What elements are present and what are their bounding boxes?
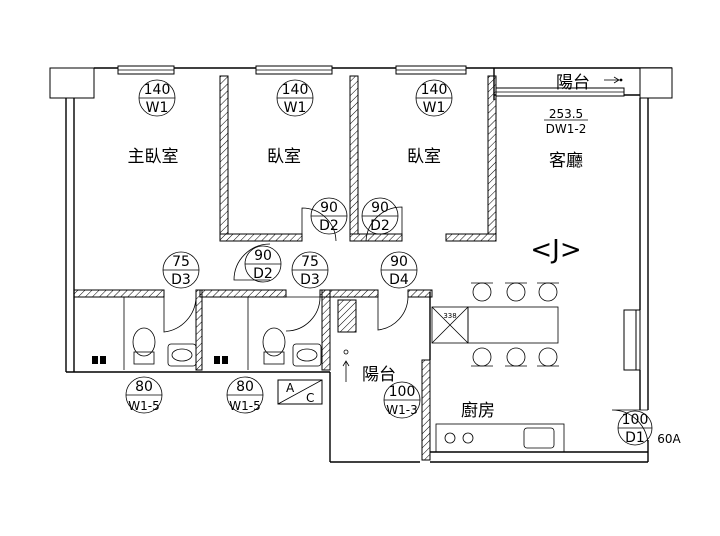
tag-top: 90 (390, 254, 408, 270)
tag-top: 90 (254, 248, 272, 264)
fridge-icon: 338 (431, 306, 469, 344)
tag-top: 80 (236, 379, 254, 395)
bedroom-label: 臥室 (267, 147, 301, 167)
axis-marker: <J> (530, 235, 581, 265)
tag-w1-b: 140 W1 (276, 79, 314, 117)
kitchen-label: 廚房 (461, 400, 495, 421)
ac-unit: A C (286, 381, 314, 405)
tag-d3-a: 75 D3 (162, 251, 200, 289)
tag-top: 100 (622, 412, 649, 428)
living-room-label: 客廳 (549, 151, 583, 171)
bathroom-divisions (123, 297, 323, 405)
d1-suffix: 60A (657, 432, 681, 446)
tag-d2-c: 90 D2 (244, 245, 282, 283)
tag-bottom: D4 (389, 272, 409, 288)
tag-top: 75 (301, 254, 319, 270)
tag-bottom: W1-3 (386, 403, 417, 417)
chair-icon (471, 282, 559, 367)
rear-balcony-label: 陽台 (362, 365, 396, 385)
tag-bottom: D2 (253, 266, 273, 282)
stove-icon (444, 432, 474, 444)
tag-bottom: W1 (284, 100, 307, 116)
tag-bottom: W1 (423, 100, 446, 116)
washbasin-icon (292, 343, 322, 367)
toilet-icon (262, 327, 286, 365)
ac-left-label: A (286, 381, 295, 395)
tag-top: 90 (320, 200, 338, 216)
kitchen-counter (435, 423, 565, 453)
tag-w1-5-a: 80 W1-5 (125, 376, 163, 414)
right-column (623, 309, 637, 371)
tag-d4: 90 D4 (380, 251, 418, 289)
tag-d2-b: 90 D2 (361, 197, 399, 235)
tag-bottom: D2 (319, 218, 339, 234)
tag-bottom: D3 (300, 272, 320, 288)
tag-bottom: D1 (625, 430, 645, 446)
tag-w1-a: 140 W1 (138, 79, 176, 117)
tag-bottom: DW1-2 (546, 122, 587, 136)
fridge-label: 338 (443, 312, 456, 320)
dining-table (467, 306, 559, 344)
toilet-icon (132, 327, 156, 365)
tag-d1: 100 D1 60A (617, 410, 682, 446)
tag-bottom: W1 (146, 100, 169, 116)
bedroom-label: 臥室 (407, 147, 441, 167)
top-windows (117, 65, 625, 97)
room-labels: 主臥室 臥室 臥室 客廳 陽台 陽台 廚房 <J> (128, 73, 591, 421)
washbasin-icon (167, 343, 197, 367)
ac-right-label: C (306, 391, 314, 405)
tag-top: 140 (421, 82, 448, 98)
tag-bottom: W1-5 (229, 399, 260, 413)
tag-top: 140 (282, 82, 309, 98)
arrow-icon (342, 76, 623, 382)
sink-icon (523, 427, 555, 449)
tag-top: 75 (172, 254, 190, 270)
tag-bottom: D3 (171, 272, 191, 288)
top-balcony-label: 陽台 (556, 73, 590, 93)
tag-bottom: W1-5 (128, 399, 159, 413)
tag-d3-b: 75 D3 (291, 251, 329, 289)
tag-w1-c: 140 W1 (415, 79, 453, 117)
faucet-icon (92, 356, 228, 364)
tag-top: 100 (389, 384, 416, 400)
tag-top: 80 (135, 379, 153, 395)
bedroom-partitions (73, 75, 497, 461)
tag-bottom: D2 (370, 218, 390, 234)
tag-top: 90 (371, 200, 389, 216)
master-bedroom-label: 主臥室 (128, 147, 179, 167)
tag-top: 140 (144, 82, 171, 98)
tag-dw1-2: 253.5 DW1-2 (544, 107, 588, 136)
tag-w1-5-b: 80 W1-5 (226, 376, 264, 414)
tag-top: 253.5 (549, 107, 583, 121)
tag-w1-3: 100 W1-3 (383, 381, 421, 419)
tag-d2-a: 90 D2 (310, 197, 348, 235)
